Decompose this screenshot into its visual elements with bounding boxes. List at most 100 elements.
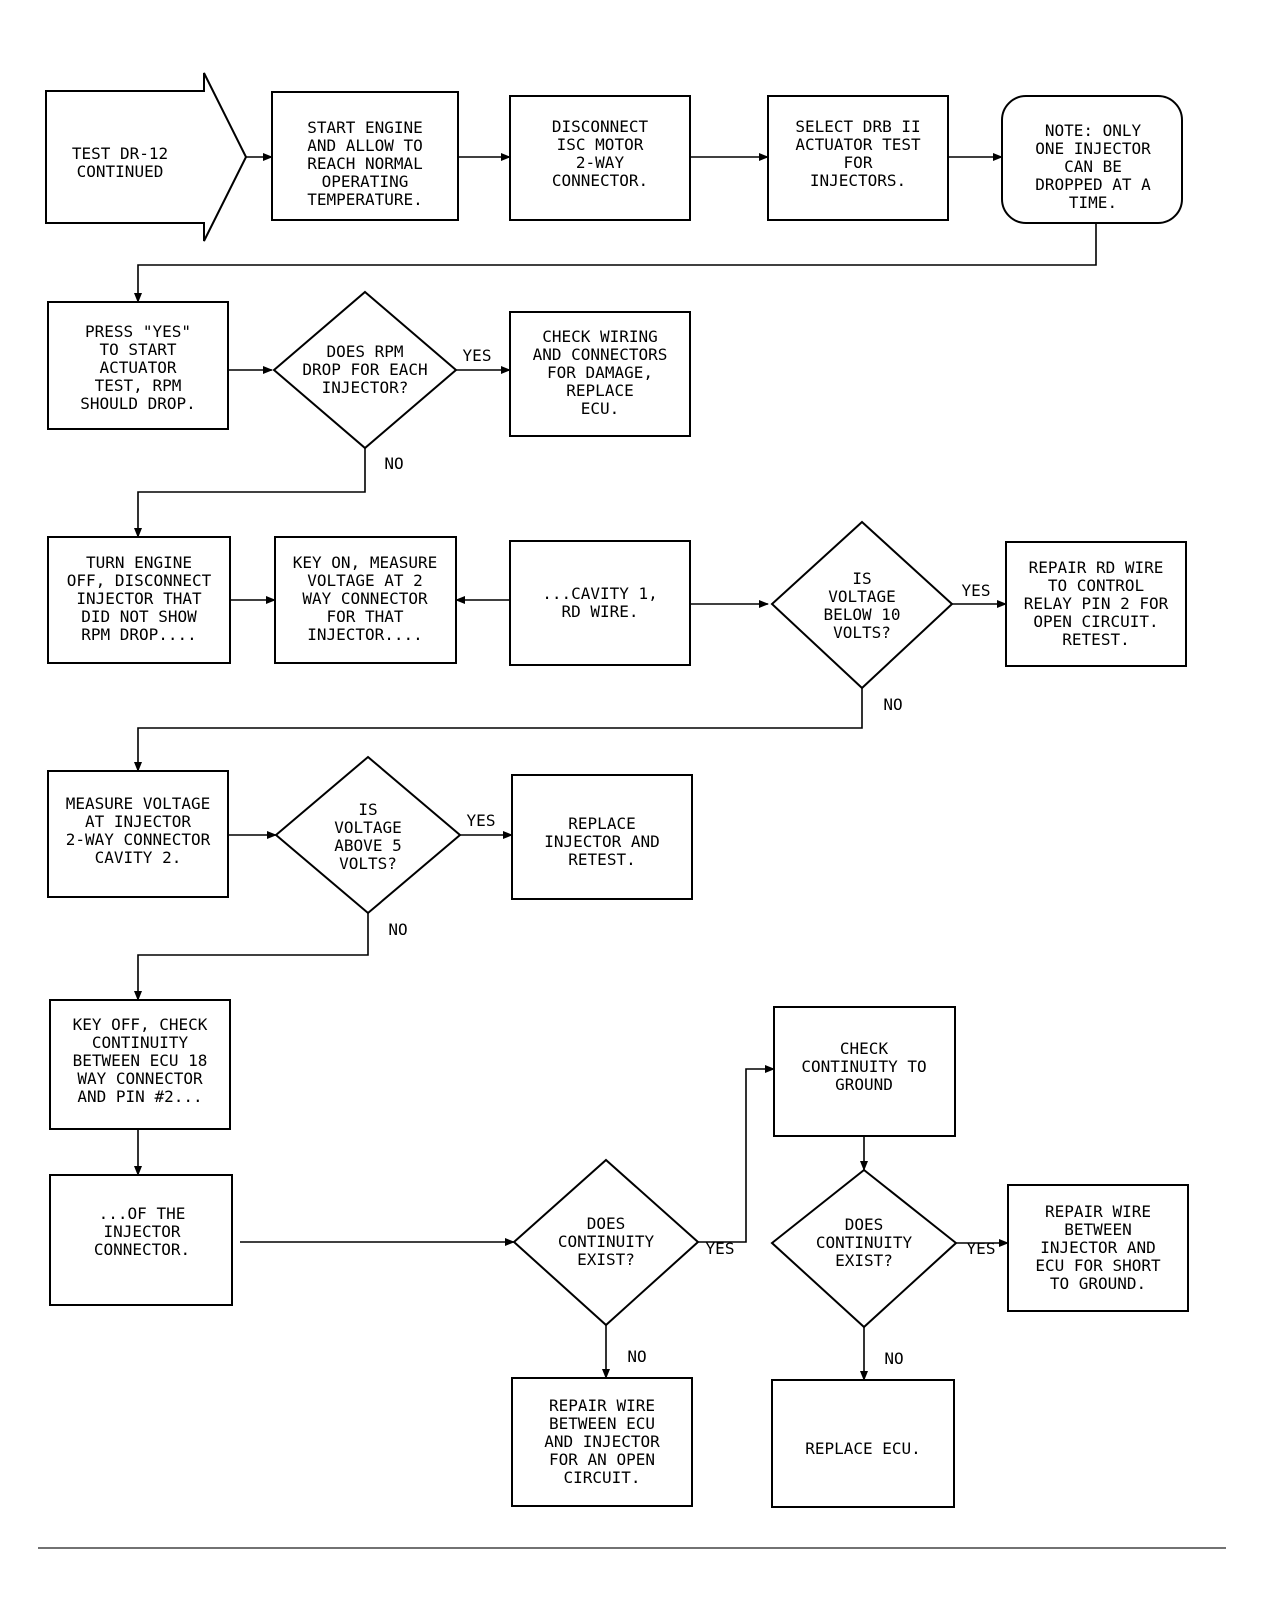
node-text-line: CHECK xyxy=(840,1039,889,1058)
node-text-line: REACH NORMAL xyxy=(307,154,423,173)
disconnect-isc-box xyxy=(509,95,691,221)
node-text-line: SELECT DRB II xyxy=(795,117,920,136)
node-text-line: DROP FOR EACH xyxy=(302,360,427,379)
turn-off-box xyxy=(47,536,231,664)
node-text-line: IS xyxy=(358,800,377,819)
node-text-line: REPLACE ECU. xyxy=(805,1439,921,1458)
node-text-line: AND CONNECTORS xyxy=(533,345,668,364)
node-text-line: VOLTS? xyxy=(833,623,891,642)
node-text-line: ...CAVITY 1, xyxy=(542,584,658,603)
node-text-line: CONTINUITY xyxy=(92,1033,189,1052)
node-text-line: AND PIN #2... xyxy=(77,1087,202,1106)
node-text-line: TO CONTROL xyxy=(1048,576,1144,595)
node-text-line: INJECTOR AND xyxy=(544,832,660,851)
shapes xyxy=(45,72,1189,1508)
node-text-line: ABOVE 5 xyxy=(334,836,401,855)
node-text-line: START ENGINE xyxy=(307,118,423,137)
node-text-line: TO START xyxy=(99,340,176,359)
node-text-line: CAVITY 2. xyxy=(95,848,182,867)
cavity1-box xyxy=(509,540,691,666)
label-cont1-no: NO xyxy=(627,1347,646,1366)
replace-ecu-box xyxy=(771,1379,955,1508)
repair-short-box xyxy=(1007,1184,1189,1312)
node-text-line: RETEST. xyxy=(568,850,635,869)
node-text-line: 2-WAY xyxy=(576,153,625,172)
node-text-line: OPERATING xyxy=(322,172,409,191)
node-text-line: OPEN CIRCUIT. xyxy=(1033,612,1158,631)
node-text-line: 2-WAY CONNECTOR xyxy=(66,830,211,849)
connector-note-to-press xyxy=(134,223,1097,303)
node-text-line: KEY OFF, CHECK xyxy=(73,1015,208,1034)
node-text-line: DOES RPM xyxy=(326,342,403,361)
branch-labels: YES NO YES NO YES NO YES NO YES NO xyxy=(384,346,995,1368)
node-text-line: ACTUATOR xyxy=(99,358,176,377)
measure-inj-box xyxy=(47,770,229,898)
node-text-line: CIRCUIT. xyxy=(563,1468,640,1487)
label-rpm-no: NO xyxy=(384,454,403,473)
node-text-line: CONTINUITY xyxy=(816,1233,913,1252)
node-text-line: FOR DAMAGE, xyxy=(547,363,653,382)
continuity-diamond-1 xyxy=(512,1158,700,1327)
node-text-line: KEY ON, MEASURE xyxy=(293,553,438,572)
rpm-drop-diamond xyxy=(272,290,458,450)
node-text-line: INJECTOR? xyxy=(322,378,409,397)
press-yes-box xyxy=(47,301,229,430)
node-text-line: RELAY PIN 2 FOR xyxy=(1024,594,1169,613)
node-text-line: BETWEEN ECU 18 xyxy=(73,1051,208,1070)
node-text-line: EXIST? xyxy=(835,1251,893,1270)
of-injector-box xyxy=(49,1174,233,1306)
node-text-line: INJECTORS. xyxy=(810,171,906,190)
node-text-line: TEST, RPM xyxy=(95,376,182,395)
connector-below10-no xyxy=(134,688,863,772)
above5-diamond xyxy=(274,755,462,915)
note-box xyxy=(1001,95,1183,224)
label-cont2-yes: YES xyxy=(967,1239,996,1258)
label-cont1-yes: YES xyxy=(706,1239,735,1258)
node-text-line: REPLACE xyxy=(568,814,635,833)
node-text-line: CHECK WIRING xyxy=(542,327,658,346)
start-engine-box xyxy=(271,91,459,221)
node-text-line: ECU. xyxy=(581,399,620,418)
repair-rd-box xyxy=(1005,541,1187,667)
connector-above5-no xyxy=(134,913,369,1001)
node-text-line: REPAIR RD WIRE xyxy=(1029,558,1164,577)
node-text-line: GROUND xyxy=(835,1075,893,1094)
node-text-line: PRESS "YES" xyxy=(85,322,191,341)
node-text-line: ISC MOTOR xyxy=(557,135,644,154)
node-text-line: VOLTAGE xyxy=(334,818,401,837)
node-replace-ecu: REPLACE ECU. xyxy=(805,1439,921,1458)
node-text-line: INJECTOR AND xyxy=(1040,1238,1156,1257)
node-text-line: NOTE: ONLY xyxy=(1045,121,1142,140)
node-text-line: FOR THAT xyxy=(326,607,403,626)
node-text-line: RPM DROP.... xyxy=(81,625,197,644)
repair-open-box xyxy=(511,1377,693,1507)
connector-cont1-yes xyxy=(698,1065,775,1243)
node-text-line: BETWEEN ECU xyxy=(549,1414,655,1433)
node-text-line: TEMPERATURE. xyxy=(307,190,423,209)
node-text-line: REPAIR WIRE xyxy=(549,1396,655,1415)
node-text-line: CAN BE xyxy=(1064,157,1122,176)
node-text-line: CONTINUED xyxy=(77,162,164,181)
node-text-line: TURN ENGINE xyxy=(86,553,192,572)
label-below10-yes: YES xyxy=(962,581,991,600)
start-arrow-shape xyxy=(45,72,248,242)
label-above5-yes: YES xyxy=(467,811,496,830)
node-text-line: INJECTOR.... xyxy=(307,625,423,644)
node-text-line: EXIST? xyxy=(577,1250,635,1269)
node-text-line: INJECTOR THAT xyxy=(76,589,202,608)
